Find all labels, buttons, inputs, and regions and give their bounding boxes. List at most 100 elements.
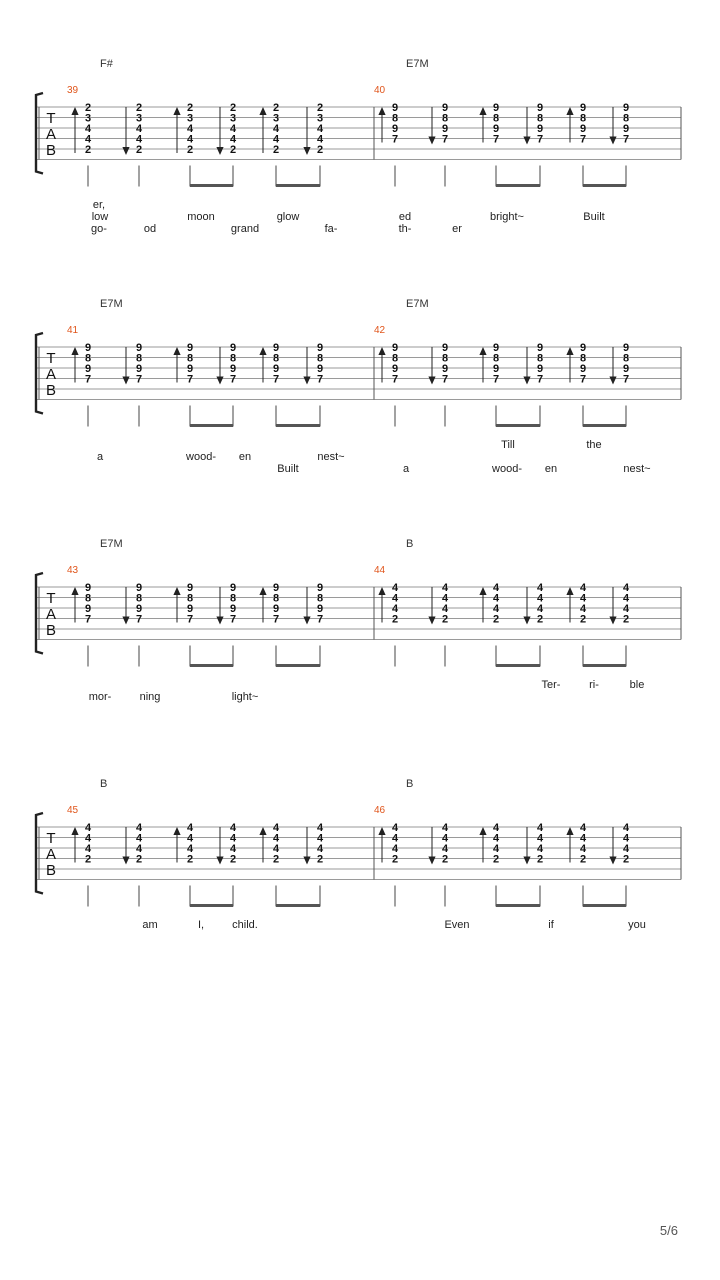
strum-up-arrow bbox=[378, 107, 386, 115]
fret-number: 4 bbox=[317, 822, 324, 834]
measure-number: 40 bbox=[374, 85, 386, 96]
fret-number: 2 bbox=[317, 102, 323, 114]
strum-down-arrow bbox=[428, 616, 436, 625]
measure-number: 43 bbox=[67, 565, 79, 576]
fret-number: 4 bbox=[623, 593, 630, 605]
fret-number: 8 bbox=[317, 593, 323, 605]
strum-up-arrow bbox=[479, 107, 487, 115]
fret-number: 4 bbox=[623, 582, 630, 594]
fret-number: 7 bbox=[537, 134, 543, 146]
measure-number: 39 bbox=[67, 85, 79, 96]
strum-up-arrow bbox=[173, 827, 181, 835]
strum-down-arrow bbox=[523, 856, 531, 865]
fret-number: 8 bbox=[136, 593, 142, 605]
fret-number: 9 bbox=[136, 363, 142, 375]
measure-number: 41 bbox=[67, 325, 79, 336]
fret-number: 2 bbox=[85, 854, 91, 866]
fret-number: 4 bbox=[392, 843, 399, 855]
fret-number: 9 bbox=[493, 363, 499, 375]
fret-number: 9 bbox=[537, 123, 543, 135]
lyric-syllable: ning bbox=[140, 691, 161, 703]
fret-number: 2 bbox=[392, 854, 398, 866]
lyric-syllable: mor- bbox=[89, 691, 112, 703]
measure-number: 44 bbox=[374, 565, 386, 576]
fret-number: 7 bbox=[230, 614, 236, 626]
fret-number: 9 bbox=[537, 342, 543, 354]
fret-number: 4 bbox=[442, 582, 449, 594]
fret-number: 9 bbox=[392, 123, 398, 135]
strum-up-arrow bbox=[173, 347, 181, 355]
fret-number: 8 bbox=[537, 113, 543, 125]
fret-number: 9 bbox=[273, 582, 279, 594]
chord-name: E7M bbox=[100, 538, 123, 550]
page-number: 5/6 bbox=[659, 1223, 678, 1238]
lyric-syllable: od bbox=[144, 223, 156, 235]
fret-number: 4 bbox=[273, 134, 280, 146]
tab-clef-letter: T bbox=[46, 110, 55, 127]
fret-number: 4 bbox=[623, 822, 630, 834]
fret-number: 8 bbox=[623, 353, 629, 365]
chord-name: E7M bbox=[406, 58, 429, 70]
fret-number: 4 bbox=[230, 123, 237, 135]
fret-number: 8 bbox=[187, 593, 193, 605]
fret-number: 7 bbox=[623, 134, 629, 146]
fret-number: 4 bbox=[537, 822, 544, 834]
fret-number: 4 bbox=[136, 134, 143, 146]
fret-number: 9 bbox=[187, 342, 193, 354]
fret-number: 4 bbox=[85, 822, 92, 834]
fret-number: 3 bbox=[317, 113, 323, 125]
fret-number: 7 bbox=[392, 374, 398, 386]
strum-down-arrow bbox=[428, 136, 436, 145]
lyric-syllable: light~ bbox=[232, 691, 259, 703]
fret-number: 7 bbox=[623, 374, 629, 386]
strum-up-arrow bbox=[173, 587, 181, 595]
strum-up-arrow bbox=[378, 587, 386, 595]
fret-number: 4 bbox=[317, 843, 324, 855]
fret-number: 9 bbox=[136, 342, 142, 354]
fret-number: 4 bbox=[537, 843, 544, 855]
fret-number: 9 bbox=[85, 363, 91, 375]
lyric-syllable: er, bbox=[93, 199, 105, 211]
fret-number: 2 bbox=[230, 854, 236, 866]
strum-down-arrow bbox=[428, 856, 436, 865]
fret-number: 4 bbox=[537, 593, 544, 605]
lyric-syllable: Built bbox=[277, 463, 298, 475]
fret-number: 8 bbox=[273, 593, 279, 605]
measure-number: 46 bbox=[374, 805, 386, 816]
fret-number: 4 bbox=[580, 603, 587, 615]
fret-number: 2 bbox=[187, 102, 193, 114]
system-bracket bbox=[34, 331, 44, 415]
strum-down-arrow bbox=[122, 856, 130, 865]
lyric-syllable: a bbox=[403, 463, 410, 475]
strum-up-arrow bbox=[479, 347, 487, 355]
chord-name: E7M bbox=[100, 298, 123, 310]
fret-number: 2 bbox=[136, 854, 142, 866]
fret-number: 2 bbox=[493, 854, 499, 866]
fret-number: 9 bbox=[317, 582, 323, 594]
strum-up-arrow bbox=[71, 827, 79, 835]
lyric-syllable: grand bbox=[231, 223, 259, 235]
fret-number: 4 bbox=[187, 123, 194, 135]
lyric-syllable: am bbox=[142, 919, 157, 931]
lyric-syllable: Built bbox=[583, 211, 604, 223]
strum-up-arrow bbox=[259, 827, 267, 835]
tab-clef-letter: T bbox=[46, 830, 55, 847]
fret-number: 8 bbox=[230, 353, 236, 365]
fret-number: 8 bbox=[85, 593, 91, 605]
lyric-syllable: ble bbox=[630, 679, 645, 691]
fret-number: 4 bbox=[317, 833, 324, 845]
fret-number: 9 bbox=[85, 342, 91, 354]
fret-number: 2 bbox=[230, 144, 236, 156]
fret-number: 4 bbox=[537, 833, 544, 845]
fret-number: 9 bbox=[442, 342, 448, 354]
fret-number: 4 bbox=[317, 123, 324, 135]
tab-clef-letter: B bbox=[46, 862, 56, 879]
strum-down-arrow bbox=[303, 856, 311, 865]
fret-number: 9 bbox=[442, 363, 448, 375]
strum-down-arrow bbox=[523, 616, 531, 625]
fret-number: 9 bbox=[187, 363, 193, 375]
strum-up-arrow bbox=[259, 587, 267, 595]
fret-number: 9 bbox=[580, 342, 586, 354]
fret-number: 4 bbox=[136, 843, 143, 855]
fret-number: 4 bbox=[392, 833, 399, 845]
